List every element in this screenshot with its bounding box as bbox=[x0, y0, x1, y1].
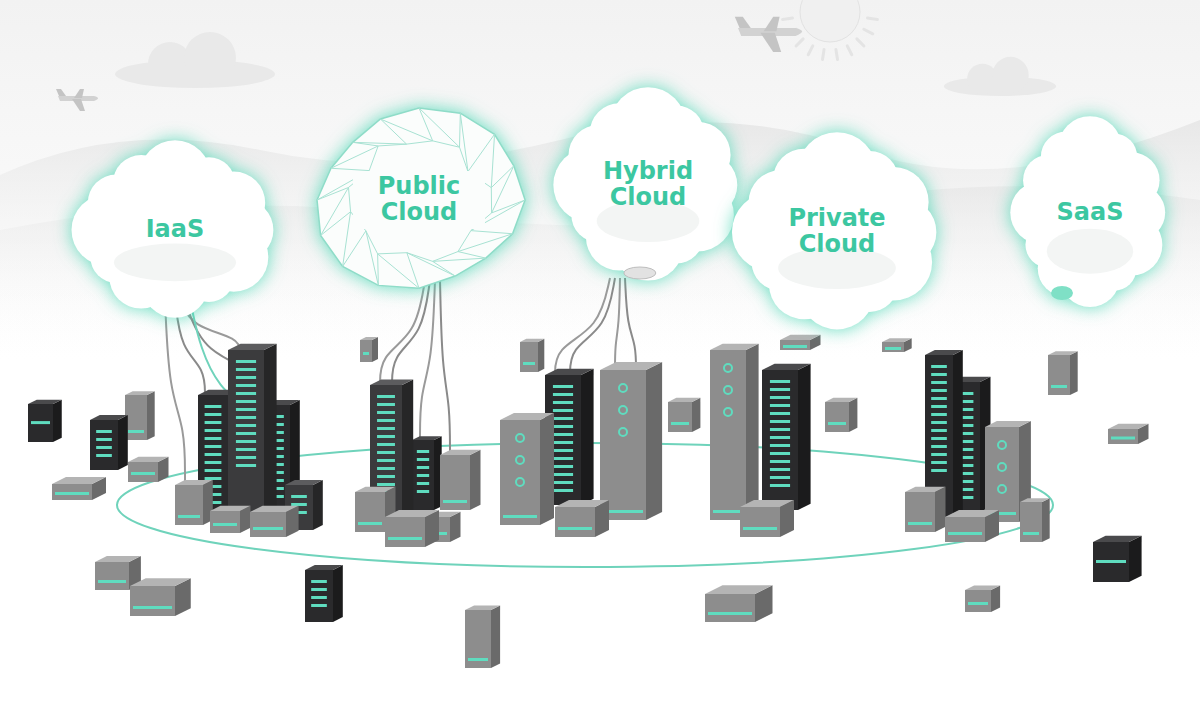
server-tower bbox=[1093, 536, 1142, 582]
cloud-node: Private Cloud bbox=[728, 132, 946, 332]
cloud-label: SaaS bbox=[1057, 200, 1124, 226]
server-tower bbox=[882, 338, 912, 352]
background-cloud bbox=[944, 57, 1056, 96]
cable bbox=[440, 280, 450, 458]
background-cloud bbox=[115, 32, 275, 88]
server-tower bbox=[360, 337, 378, 362]
server-tower bbox=[1020, 498, 1050, 542]
server-tower bbox=[780, 335, 821, 350]
airplane bbox=[735, 17, 802, 52]
server-tower bbox=[210, 506, 251, 533]
server-tower bbox=[52, 477, 106, 500]
cloud-label: Hybrid Cloud bbox=[588, 159, 708, 211]
server-tower bbox=[668, 398, 700, 432]
cloud-puffs bbox=[1010, 116, 1165, 307]
server-tower bbox=[175, 480, 213, 525]
server-tower bbox=[705, 585, 773, 622]
server-tower bbox=[130, 578, 191, 616]
cloud-drop bbox=[1051, 286, 1073, 300]
cloud-node: Hybrid Cloud bbox=[553, 85, 743, 285]
cable bbox=[165, 300, 185, 482]
cable bbox=[380, 280, 425, 388]
server-tower bbox=[555, 500, 609, 537]
airplane bbox=[56, 89, 98, 111]
server-city bbox=[28, 335, 1149, 668]
cable bbox=[392, 280, 430, 388]
cable bbox=[570, 278, 615, 378]
cloud-node: Public Cloud bbox=[305, 100, 533, 300]
server-tower bbox=[125, 391, 155, 440]
cloud-label: Public Cloud bbox=[353, 171, 485, 229]
server-tower bbox=[465, 605, 500, 668]
server-tower bbox=[1108, 424, 1149, 444]
server-tower bbox=[740, 500, 794, 537]
mesh-outline bbox=[317, 108, 525, 288]
server-tower bbox=[412, 436, 442, 510]
cloud-node: IaaS bbox=[62, 140, 288, 320]
server-tower bbox=[385, 510, 439, 547]
cloud-label: IaaS bbox=[146, 217, 205, 243]
cloud-puffs bbox=[553, 87, 737, 280]
mesh-lines bbox=[317, 108, 525, 288]
cable bbox=[615, 278, 620, 373]
server-tower bbox=[762, 364, 811, 510]
cloud-puffs bbox=[732, 132, 936, 329]
cable bbox=[420, 280, 435, 443]
server-tower bbox=[520, 339, 544, 372]
server-tower bbox=[500, 413, 554, 525]
server-tower bbox=[1048, 351, 1078, 395]
server-tower bbox=[250, 506, 299, 537]
server-tower bbox=[905, 487, 946, 532]
server-tower bbox=[710, 344, 759, 520]
cloud-puffs bbox=[72, 140, 274, 318]
cable bbox=[625, 278, 636, 373]
cloud-node: SaaS bbox=[1010, 105, 1170, 320]
server-tower bbox=[825, 398, 857, 432]
server-tower bbox=[965, 585, 1000, 612]
server-tower bbox=[228, 344, 277, 525]
server-tower bbox=[128, 457, 169, 482]
server-tower bbox=[440, 450, 481, 510]
server-tower bbox=[600, 362, 662, 520]
cloud-label: Private Cloud bbox=[777, 206, 897, 258]
sky bbox=[0, 0, 1200, 360]
server-tower bbox=[945, 510, 999, 542]
cable bbox=[555, 278, 610, 378]
server-tower bbox=[90, 415, 128, 470]
cable-hub bbox=[624, 267, 656, 279]
server-tower bbox=[28, 400, 62, 442]
server-tower bbox=[305, 565, 343, 622]
